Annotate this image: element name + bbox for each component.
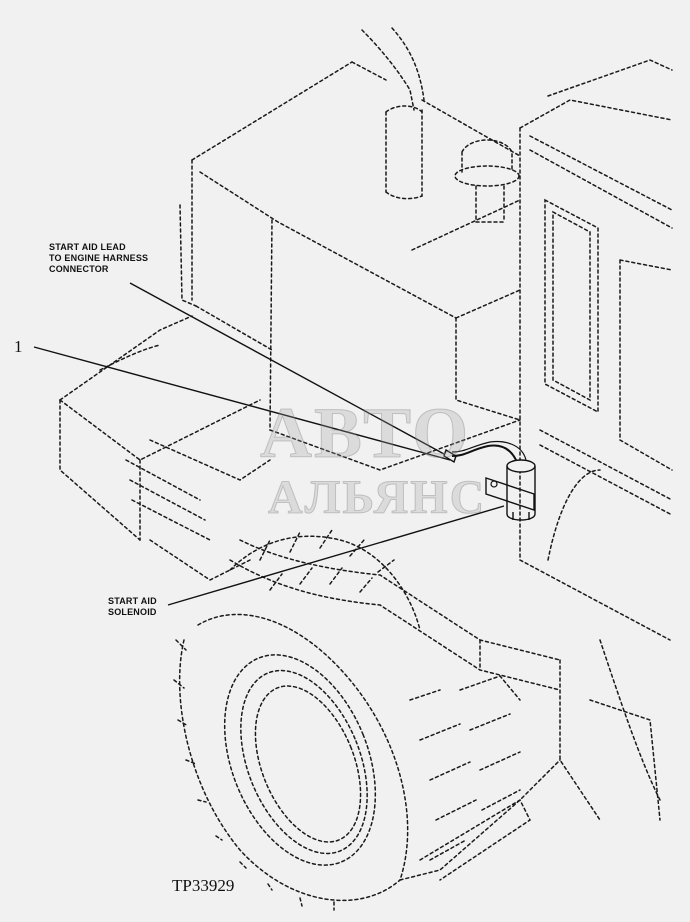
solenoid-label: START AID SOLENOID [108, 596, 157, 618]
exhaust-stack [361, 27, 425, 200]
hood [179, 61, 521, 431]
watermark-line2: АЛЬЯНС [267, 471, 487, 525]
start-aid-solenoid-drawing [443, 440, 536, 521]
lead-label-line3: CONNECTOR [49, 264, 109, 274]
upper-tread [229, 529, 421, 631]
solenoid-label-line2: SOLENOID [108, 607, 157, 617]
watermark-line1: АВТО [259, 393, 471, 474]
lead-label-line1: START AID LEAD [49, 242, 126, 252]
air-cleaner-cap [454, 139, 520, 223]
solenoid-label-line1: START AID [108, 596, 157, 606]
engine-frame [195, 305, 661, 821]
lead-label: START AID LEAD TO ENGINE HARNESS CONNECT… [49, 242, 148, 275]
cab [519, 59, 673, 641]
callout-number: 1 [14, 337, 23, 356]
figure-id: TP33929 [172, 876, 235, 895]
lead-label-line2: TO ENGINE HARNESS [49, 253, 149, 263]
front-wheel [173, 613, 561, 911]
leader-lines [33, 282, 505, 606]
front-grille [59, 315, 271, 581]
